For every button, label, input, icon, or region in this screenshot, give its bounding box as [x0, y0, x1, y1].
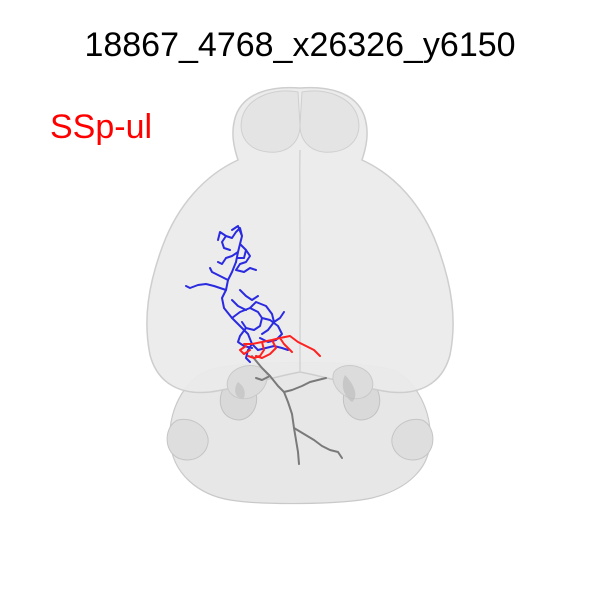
- projection-branch-w: [255, 375, 271, 381]
- blue-mid-loops: [231, 301, 285, 349]
- cerebellum-left-flocculus: [166, 418, 209, 461]
- midbrain-right: [332, 365, 374, 400]
- midline: [299, 149, 301, 372]
- olfactory-bulb-left: [240, 90, 301, 153]
- region-label: SSp-ul: [50, 108, 153, 146]
- cerebrum: [146, 86, 454, 402]
- blue-right-spur: [231, 289, 259, 311]
- neuron-id-title: 18867_4768_x26326_y6150: [84, 26, 516, 64]
- left-lateral-dark-fold: [235, 382, 245, 399]
- right-lateral-dark-fold: [342, 375, 356, 402]
- blue-main-trunk: [221, 261, 259, 351]
- blue-upper-tuft: [217, 225, 257, 273]
- red-main: [239, 335, 321, 359]
- projection-branch-ne: [283, 377, 327, 393]
- blue-arbor: [185, 225, 289, 363]
- projection-trace: [251, 355, 343, 465]
- cerebellum-right-flocculus: [391, 418, 434, 461]
- red-arbor: [239, 335, 321, 359]
- blue-left-branch: [185, 267, 229, 291]
- projection-branch-east: [293, 427, 343, 459]
- olfactory-bulb-right: [299, 90, 360, 153]
- projection-trunk: [251, 355, 300, 465]
